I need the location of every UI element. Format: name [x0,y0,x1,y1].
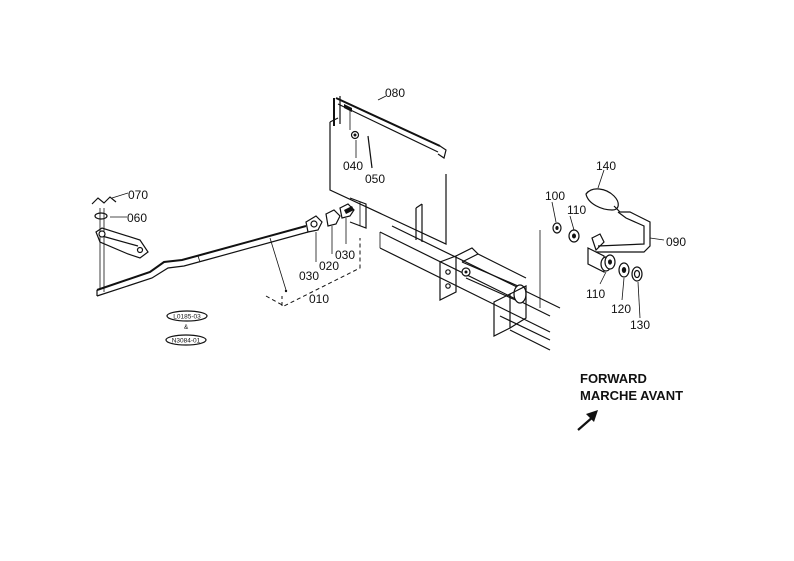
part-label-060: 060 [127,211,147,225]
mounting-bracket [439,255,457,301]
pin-050 [367,135,373,169]
lower-clamp [493,293,511,337]
bracket-arm [95,227,149,259]
part-label-030b: 030 [335,248,355,262]
lever-knob [585,188,619,211]
washer [94,212,108,220]
part-label-070: 070 [128,188,148,202]
serial-tag-separator: & [184,324,189,331]
serial-tag-1-frame [166,310,208,322]
part-label-080: 080 [385,86,405,100]
part-label-110b: 110 [586,287,605,301]
part-label-130: 130 [630,318,650,332]
shaft-end [513,284,527,304]
serial-tag-2-frame [165,334,207,346]
spacer [587,247,605,273]
plate-assembly-080 [329,96,447,245]
part-label-050: 050 [365,172,385,186]
spring-clip [91,196,117,205]
part-label-100: 100 [545,189,565,203]
part-label-120: 120 [611,302,631,316]
part-label-090: 090 [666,235,686,249]
part-label-040: 040 [343,159,363,173]
direction-label-forward: FORWARD [580,371,647,386]
serial-tag-2: N3084-01 [172,338,201,345]
main-rod [96,225,307,291]
back-plate [329,122,447,245]
part-label-020: 020 [319,259,339,273]
part-label-110a: 110 [567,203,586,217]
part-label-140: 140 [596,159,616,173]
rod-end-assembly [305,203,355,262]
hand-lever-assembly [551,169,665,319]
joint-020 [325,209,341,227]
pin-washer-040-050 [350,130,373,169]
direction-label-marche-avant: MARCHE AVANT [580,388,683,403]
part-label-010: 010 [309,292,329,306]
group-bracket-010 [265,238,361,307]
arrow-up-right-icon [577,410,598,431]
left-linkage-assembly [91,196,309,297]
part-label-030a: 030 [299,269,319,283]
nut-030-b [339,203,355,219]
frame-shaft-section [379,203,561,351]
serial-tag-1: L0185-03 [173,314,201,321]
serial-tags: L0185-03 & N3084-01 [165,310,208,346]
nut-030-a [305,215,323,233]
